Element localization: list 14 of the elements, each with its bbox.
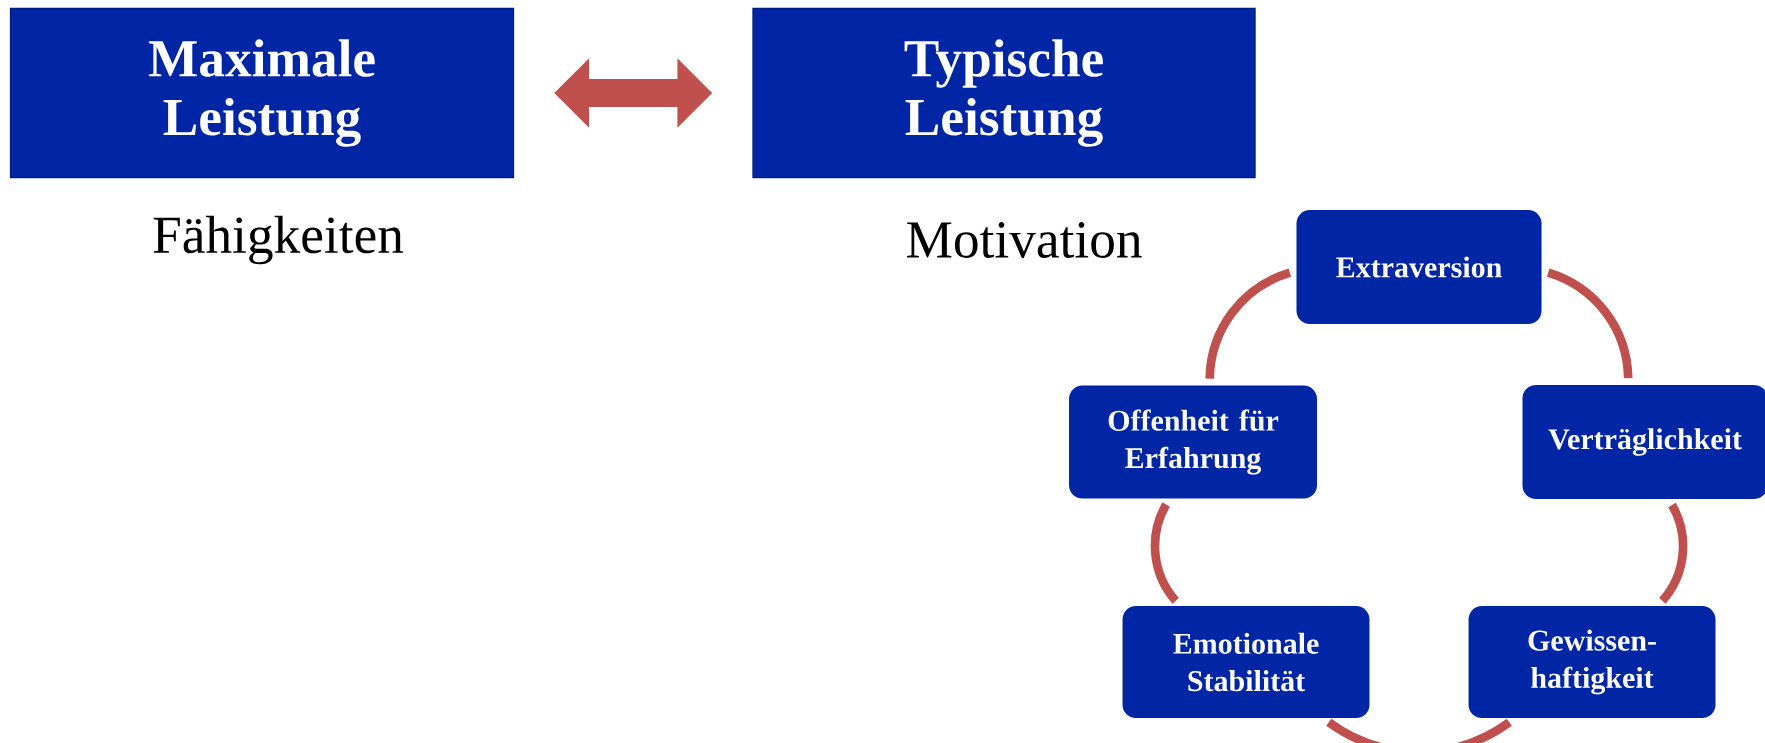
- trait-box: Emotionale Stabilität: [1122, 606, 1370, 718]
- caption-text: Fähigkeiten: [153, 215, 404, 265]
- trait-box: Offenheit für Erfahrung: [1069, 385, 1317, 499]
- cycle-arc: [1326, 718, 1512, 743]
- trait-box: Gewissen-haftigkeit: [1468, 606, 1716, 718]
- title-box: Maximale Leistung: [9, 7, 515, 179]
- title-box: Typische Leistung: [752, 7, 1256, 179]
- caption-text: Motivation: [907, 222, 1142, 258]
- cycle-arc: [1205, 268, 1292, 379]
- cycle-arc: [1659, 503, 1688, 604]
- cycle-arc: [1150, 502, 1179, 604]
- cycle-arc: [1546, 268, 1633, 379]
- trait-box: Extraversion: [1296, 210, 1542, 324]
- trait-box: Verträglichkeit: [1522, 385, 1765, 499]
